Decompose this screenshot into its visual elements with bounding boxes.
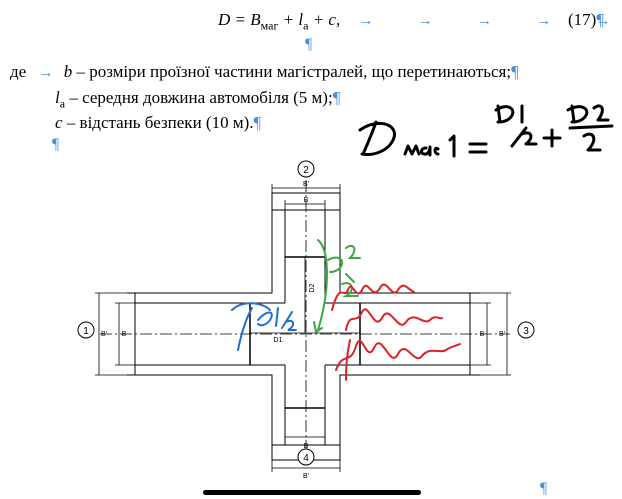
pilcrow: ¶ — [596, 10, 605, 29]
label-b-prime-left: B' — [101, 331, 107, 338]
road-number-markers — [77, 160, 535, 466]
road-marker-3 — [517, 321, 535, 339]
axis-lines — [100, 180, 510, 450]
road-outline — [127, 192, 480, 461]
label-b-prime-bottom: B' — [303, 473, 309, 480]
label-d2: D2 — [309, 283, 316, 292]
home-indicator[interactable] — [203, 490, 421, 495]
pilcrow: ¶ — [511, 62, 519, 81]
intersection-drawing: 1 2 3 4 B' B B' B B' B B' B D1 D2 — [77, 160, 535, 480]
var-c: c — [55, 113, 63, 132]
road-marker-2 — [297, 160, 315, 178]
road-marker-4 — [297, 448, 315, 466]
label-b-right: B — [480, 331, 485, 338]
formula-plus-c: + c, — [308, 10, 341, 29]
drawing-labels: 1 2 3 4 B' B B' B B' B B' B D1 D2 — [83, 165, 529, 480]
definition-l-text: – середня довжина автомобіля (5 м); — [65, 88, 333, 107]
dimension-lines — [95, 184, 511, 472]
tab-arrow: → — [38, 65, 54, 81]
formula-plus-l: + l — [278, 10, 304, 29]
var-b: b — [63, 62, 73, 81]
pilcrow: ¶ — [253, 113, 262, 132]
tab-arrow: → — [595, 13, 611, 29]
red-squiggles — [331, 283, 461, 381]
pilcrow: ¶ — [332, 88, 341, 107]
tab-arrow: → — [358, 13, 374, 29]
definition-line-1: де → b – розміри проїзної частини магіст… — [10, 62, 519, 82]
definition-line-3: c – відстань безпеки (10 м).¶ — [55, 113, 261, 133]
road-number-1: 1 — [83, 326, 89, 337]
formula-sub-a: a — [303, 18, 309, 33]
label-b-left: B — [122, 331, 127, 338]
equation-number: (17)¶ — [568, 10, 604, 30]
tab-arrow: → — [536, 13, 552, 29]
definition-prefix: де — [10, 62, 27, 81]
definition-b-text: – розміри проїзної частини магістралей, … — [72, 62, 512, 81]
tab-arrow: → — [417, 13, 433, 29]
handwritten-equation — [358, 104, 614, 158]
definition-c-text: – відстань безпеки (10 м). — [62, 113, 254, 132]
blue-annotation-d1-half — [231, 302, 297, 351]
pilcrow: ¶ — [305, 36, 313, 53]
label-b-bottom: B — [304, 443, 309, 450]
label-d1: D1 — [274, 337, 283, 344]
green-annotation-d2-half — [313, 239, 361, 334]
pilcrow: ¶ — [52, 136, 60, 153]
pilcrow: ¶ — [540, 480, 548, 497]
var-l: l — [55, 88, 60, 107]
formula-sub-mag: маг — [260, 18, 279, 33]
equation-number-text: (17) — [568, 10, 597, 29]
label-b-prime-top: B' — [303, 181, 309, 188]
formula-lhs: D = B — [218, 10, 261, 29]
var-l-sub: a — [59, 96, 66, 111]
label-b-top: B — [304, 197, 309, 204]
label-b-prime-right: B' — [499, 331, 505, 338]
tab-arrow: → — [476, 13, 492, 29]
road-number-2: 2 — [303, 165, 309, 176]
definition-line-2: la – середня довжина автомобіля (5 м);¶ — [55, 88, 340, 111]
formula-17: D = Bмаг + la + c, → → → → → — [218, 10, 610, 33]
road-number-3: 3 — [523, 326, 529, 337]
road-marker-1 — [77, 321, 95, 339]
road-number-4: 4 — [303, 453, 309, 464]
